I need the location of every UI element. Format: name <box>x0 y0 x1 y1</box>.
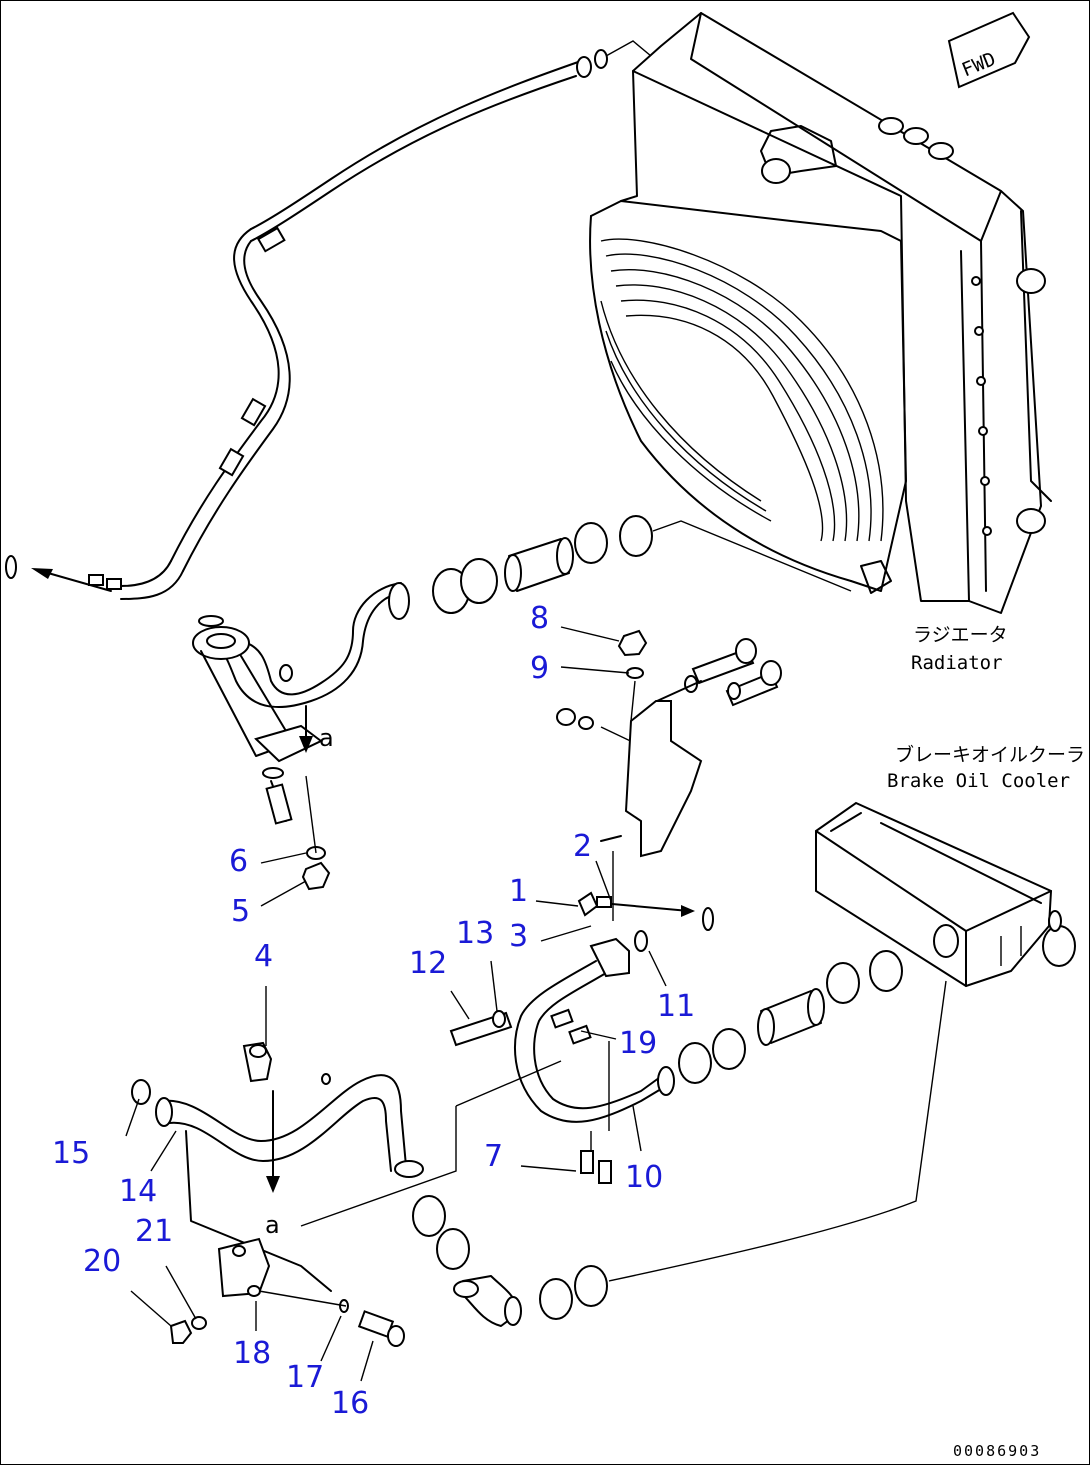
upper-hose <box>5 40 652 600</box>
pipe-10 <box>300 851 714 1227</box>
callout-2: 2 <box>573 829 592 864</box>
connection-mark-lower: a <box>265 1211 280 1239</box>
radiator-label-en: Radiator <box>911 652 1003 674</box>
callout-12: 12 <box>409 946 447 981</box>
drawing-number: 00086903 <box>953 1442 1041 1460</box>
cooler-hose-clamps <box>678 950 903 1084</box>
radiator-label-jp: ラジエータ <box>913 624 1008 646</box>
callout-20: 20 <box>83 1244 121 1279</box>
callout-5: 5 <box>231 894 250 929</box>
brake-cooler-label-jp: ブレーキオイルクーラ <box>895 743 1085 766</box>
callout-21: 21 <box>135 1214 173 1249</box>
brake-oil-cooler <box>815 801 1076 988</box>
callout-8: 8 <box>530 601 549 636</box>
callout-7: 7 <box>484 1139 503 1174</box>
fwd-arrow-icon: FWD <box>947 11 1031 89</box>
callout-9: 9 <box>530 651 549 686</box>
callout-10: 10 <box>625 1160 663 1195</box>
callout-14: 14 <box>119 1174 157 1209</box>
callout-4: 4 <box>254 939 273 974</box>
leader-lines <box>125 626 667 1382</box>
callout-16: 16 <box>331 1386 369 1421</box>
bracket-assembly <box>556 629 782 858</box>
callout-6: 6 <box>229 844 248 879</box>
pipe-14: a <box>131 986 424 1347</box>
radiator-hose-clamps <box>432 515 852 614</box>
callout-11: 11 <box>657 989 695 1024</box>
callout-18: 18 <box>233 1336 271 1371</box>
callout-19: 19 <box>619 1026 657 1061</box>
connection-mark-upper: a <box>319 724 334 752</box>
lower-hoses <box>412 980 947 1327</box>
upper-tube-assembly: a <box>192 582 410 891</box>
part-labels: ラジエータ Radiator ブレーキオイルクーラ Brake Oil Cool… <box>887 624 1085 792</box>
callout-17: 17 <box>286 1360 324 1395</box>
brake-cooler-label-en: Brake Oil Cooler <box>887 770 1070 792</box>
callout-numbers: 1 2 3 4 5 6 7 8 9 10 11 12 13 14 15 16 1… <box>52 601 695 1421</box>
callout-3: 3 <box>509 919 528 954</box>
radiator-assembly <box>589 12 1052 614</box>
callout-15: 15 <box>52 1136 90 1171</box>
callout-13: 13 <box>456 916 494 951</box>
callout-1: 1 <box>509 874 528 909</box>
